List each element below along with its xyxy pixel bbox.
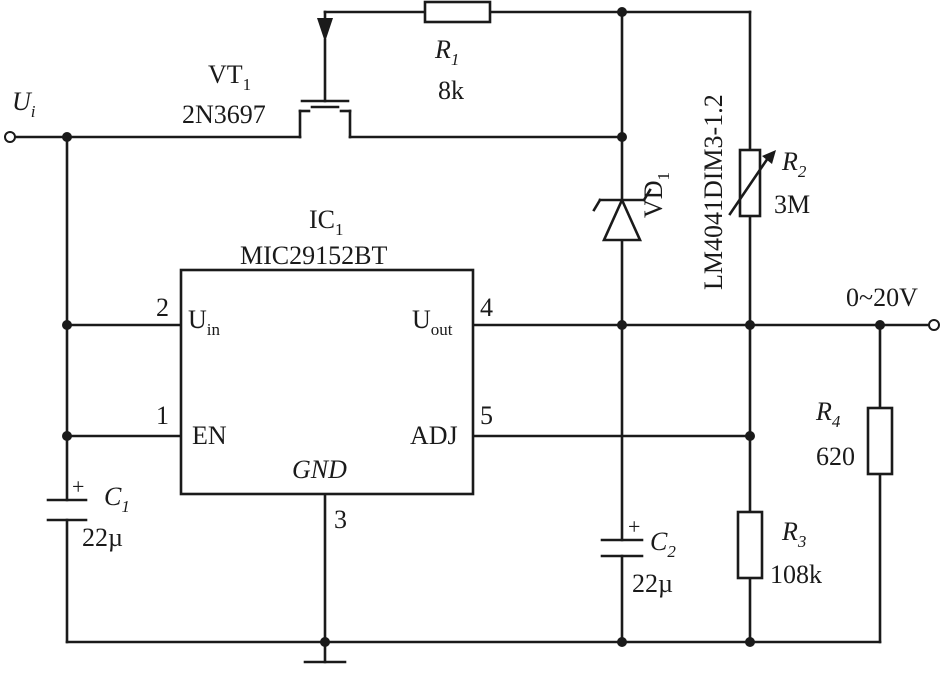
c1-value: 22µ (82, 523, 123, 552)
c2-value: 22µ (632, 569, 673, 598)
r1-designator: R1 (434, 35, 459, 69)
vd1-part: LM4041DIM3-1.2 (699, 94, 728, 290)
r2-value: 3M (774, 190, 810, 219)
junction-dots (62, 7, 885, 647)
zener-vd1 (592, 188, 652, 242)
junction-dot (320, 637, 330, 647)
pin-number-gnd: 3 (334, 505, 347, 534)
pin-label-uin: Uin (188, 305, 221, 339)
pin-label-gnd: GND (292, 455, 347, 484)
c1-polarity: + (72, 474, 84, 499)
junction-dot (62, 320, 72, 330)
c1-designator: C1 (104, 482, 130, 516)
vt1-part: 2N3697 (182, 100, 266, 129)
c2-polarity: + (628, 514, 640, 539)
resistor-r1 (423, 0, 492, 24)
pin-label-en: EN (192, 421, 227, 450)
r1-value: 8k (438, 76, 464, 105)
output-label: 0~20V (846, 283, 918, 312)
vt1-designator: VT1 (208, 60, 251, 94)
junction-dot (617, 7, 627, 17)
ic1-body (179, 268, 475, 496)
r3-value: 108k (770, 560, 822, 589)
junction-dot (875, 320, 885, 330)
pin-number-en: 1 (156, 401, 169, 430)
pin-number-uout: 4 (480, 293, 493, 322)
resistor-r3 (736, 510, 764, 580)
capacitor-c2 (600, 538, 644, 558)
pin-label-adj: ADJ (410, 421, 458, 450)
output-terminal (928, 319, 940, 331)
junction-dot (617, 132, 627, 142)
pin-number-uin: 2 (156, 293, 169, 322)
resistor-r4 (866, 406, 894, 476)
junction-dot (617, 320, 627, 330)
ic1-designator: IC1 (309, 205, 344, 239)
junction-dot (617, 637, 627, 647)
pin-number-adj: 5 (480, 401, 493, 430)
capacitor-c1 (46, 498, 88, 522)
input-label: Ui (12, 87, 36, 121)
wires (12, 10, 932, 664)
junction-dot (745, 320, 755, 330)
r4-value: 620 (816, 442, 855, 471)
junction-dot (62, 132, 72, 142)
ic1-part: MIC29152BT (240, 241, 387, 270)
c2-designator: C2 (650, 527, 676, 561)
variable-arrow-icon (728, 156, 770, 216)
input-terminal (4, 131, 16, 143)
junction-dot (745, 431, 755, 441)
transistor-vt1 (298, 10, 352, 139)
gate-arrow-icon (317, 18, 333, 42)
junction-dot (745, 637, 755, 647)
r4-designator: R4 (815, 397, 841, 431)
pin-label-uout: Uout (412, 305, 453, 339)
r3-designator: R3 (781, 517, 806, 551)
variable-arrowhead-icon (762, 150, 776, 164)
junction-dot (62, 431, 72, 441)
r2-designator: R2 (781, 147, 807, 181)
vd1-designator: VD1 (639, 172, 673, 218)
